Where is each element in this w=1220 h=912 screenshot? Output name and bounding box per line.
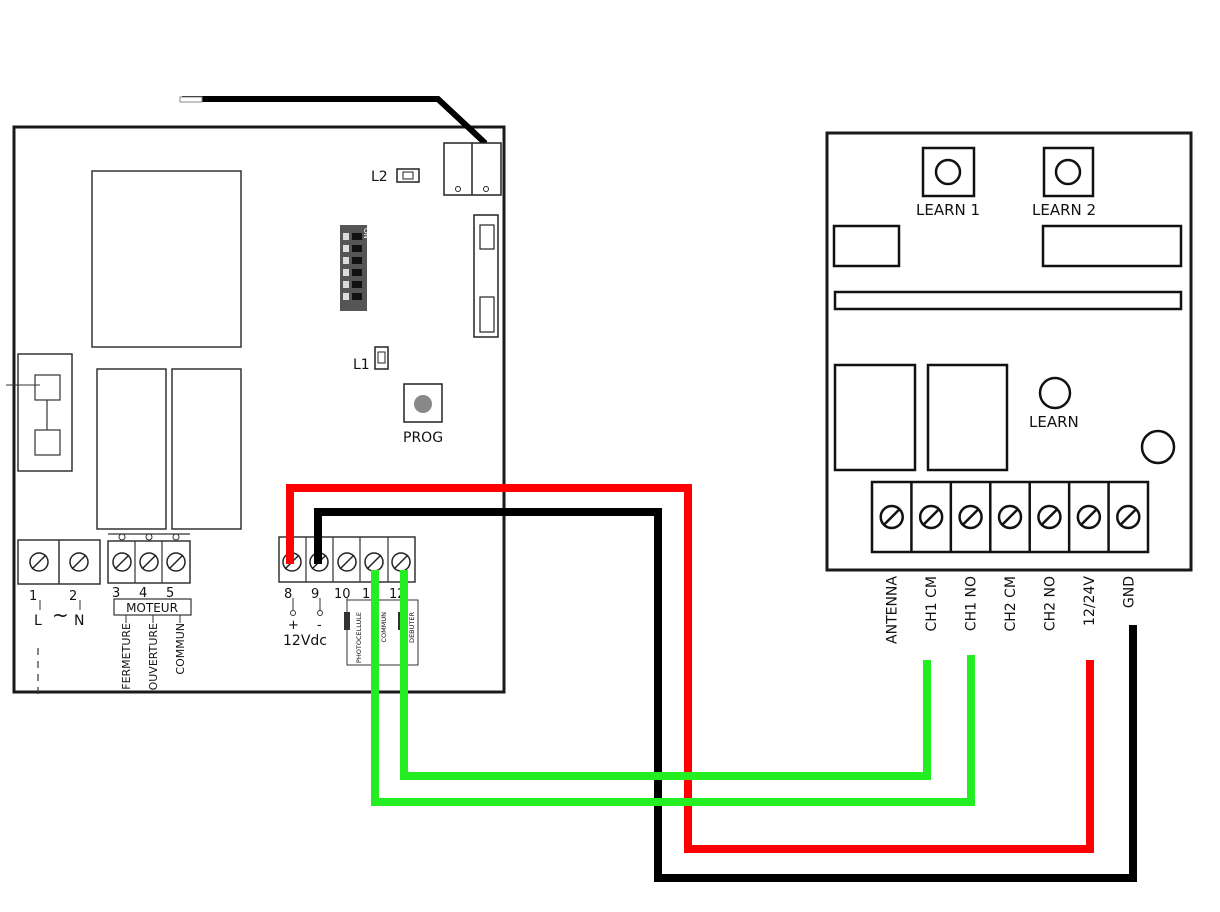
screw-terminal-10[interactable] bbox=[337, 552, 357, 572]
dip-number-6 bbox=[343, 293, 349, 300]
led-l2-icon bbox=[396, 168, 420, 183]
red-wire-12-24v bbox=[286, 484, 1094, 853]
black-wire-gnd bbox=[314, 508, 1137, 882]
terminal-label-ch2-no: CH2 NO bbox=[1042, 576, 1058, 631]
learn2-label: LEARN 2 bbox=[1032, 201, 1096, 219]
prog-button[interactable] bbox=[403, 383, 443, 423]
screw-terminal-1[interactable] bbox=[29, 552, 49, 572]
aux-terminal-8-number: 8 bbox=[284, 587, 292, 602]
dip-on-label: ON bbox=[362, 228, 370, 239]
screw-terminal-11[interactable] bbox=[364, 552, 384, 572]
learn2-button[interactable] bbox=[1042, 146, 1095, 198]
screw-terminal-12[interactable] bbox=[391, 552, 411, 572]
receiver-component-2 bbox=[1041, 224, 1183, 268]
mains-terminal-2-number: 2 bbox=[69, 589, 77, 604]
motor-terminal-5-number: 5 bbox=[166, 586, 174, 601]
receiver-screw-ch2-cm[interactable] bbox=[997, 504, 1023, 530]
prog-label: PROG bbox=[403, 430, 443, 446]
terminal-label-ch1-no: CH1 NO bbox=[964, 576, 980, 631]
motor-terminal-block bbox=[107, 533, 191, 584]
aux-terminal-10-number: 10 bbox=[334, 587, 351, 602]
dip-number-2 bbox=[343, 245, 349, 252]
led-l2-label: L2 bbox=[371, 169, 388, 185]
receiver-strip bbox=[833, 290, 1183, 311]
mains-n-label: N bbox=[74, 613, 84, 629]
receiver-screw-ch1-cm[interactable] bbox=[918, 504, 944, 530]
gate-controller-board: L2 ON L1 PROG bbox=[6, 96, 506, 698]
dip-number-3 bbox=[343, 257, 349, 264]
terminal-label-12-24v: 12/24V bbox=[1082, 576, 1098, 626]
terminal-label-antenna: ANTENNA bbox=[885, 576, 901, 644]
plus-label: + bbox=[288, 618, 299, 633]
green-wire-ch1-cm bbox=[400, 570, 931, 780]
receiver-screw-12-24v[interactable] bbox=[1076, 504, 1102, 530]
motor-label: MOTEUR bbox=[126, 601, 178, 615]
motor-terminal-4-number: 4 bbox=[139, 586, 147, 601]
dip-lever-4[interactable] bbox=[352, 269, 362, 276]
receiver-led bbox=[1140, 429, 1176, 465]
screw-terminal-3[interactable] bbox=[112, 552, 132, 572]
dip-lever-3[interactable] bbox=[352, 257, 362, 264]
relay-block-2 bbox=[171, 368, 242, 530]
screw-terminal-5[interactable] bbox=[166, 552, 186, 572]
aux-function-commun: COMMUN bbox=[380, 612, 388, 643]
aux-terminal-9-number: 9 bbox=[311, 587, 319, 602]
learn-label: LEARN bbox=[1029, 413, 1079, 431]
receiver-component-1 bbox=[832, 224, 901, 268]
dip-switch[interactable]: ON bbox=[340, 225, 370, 311]
receiver-screw-ch2-no[interactable] bbox=[1037, 504, 1062, 530]
learn1-button[interactable] bbox=[921, 146, 976, 198]
receiver-board: LEARN 1 LEARN 2 LEARN ANTENNA CH1 CM CH1 N… bbox=[825, 131, 1193, 644]
mains-terminal-block bbox=[17, 539, 101, 585]
antenna-wire-tip bbox=[179, 96, 203, 103]
aux-function-photocellule: PHOTOCELLULE bbox=[355, 612, 363, 663]
motor-function-ouverture: OUVERTURE bbox=[147, 623, 160, 690]
aux-terminal-block bbox=[278, 536, 416, 583]
dip-lever-5[interactable] bbox=[352, 281, 362, 288]
terminal-label-ch1-cm: CH1 CM bbox=[924, 576, 940, 632]
receiver-screw-gnd[interactable] bbox=[1116, 504, 1141, 530]
dip-lever-6[interactable] bbox=[352, 293, 362, 300]
mains-tilde-label: ~ bbox=[52, 603, 69, 627]
receiver-terminal-block bbox=[870, 480, 1150, 554]
led-l1-icon bbox=[374, 346, 389, 370]
receiver-relay-2 bbox=[926, 363, 1009, 472]
wires bbox=[286, 484, 1137, 882]
12vdc-label: 12Vdc bbox=[283, 633, 327, 649]
minus-label: - bbox=[317, 618, 322, 633]
learn-button[interactable] bbox=[1038, 376, 1072, 410]
motor-terminal-3-number: 3 bbox=[112, 586, 120, 601]
learn1-label: LEARN 1 bbox=[916, 201, 980, 219]
dip-number-4 bbox=[343, 269, 349, 276]
relay-block-1 bbox=[96, 368, 167, 530]
mains-terminal-1-number: 1 bbox=[29, 589, 37, 604]
dip-lever-1[interactable] bbox=[352, 233, 362, 240]
fuse-holder bbox=[6, 353, 73, 472]
dip-number-5 bbox=[343, 281, 349, 288]
dip-number-1 bbox=[343, 233, 349, 240]
aux-function-debuter: DEBUTER bbox=[408, 612, 416, 643]
led-l1-label: L1 bbox=[353, 357, 370, 373]
receiver-screw-antenna[interactable] bbox=[879, 504, 904, 530]
side-connector bbox=[473, 214, 499, 338]
mains-l-label: L bbox=[34, 613, 42, 629]
receiver-screw-ch1-no[interactable] bbox=[958, 504, 983, 530]
terminal-label-gnd: GND bbox=[1121, 576, 1137, 608]
motor-function-fermeture: FERMETURE bbox=[120, 623, 133, 690]
green-wire-ch1-no bbox=[371, 570, 975, 806]
transformer-block bbox=[91, 170, 242, 348]
receiver-relay-1 bbox=[833, 363, 917, 472]
screw-terminal-2[interactable] bbox=[69, 552, 89, 572]
dip-lever-2[interactable] bbox=[352, 245, 362, 252]
terminal-label-ch2-cm: CH2 CM bbox=[1003, 576, 1019, 632]
screw-terminal-4[interactable] bbox=[139, 552, 159, 572]
motor-function-commun: COMMUN bbox=[174, 623, 187, 675]
antenna-terminal bbox=[443, 142, 502, 196]
